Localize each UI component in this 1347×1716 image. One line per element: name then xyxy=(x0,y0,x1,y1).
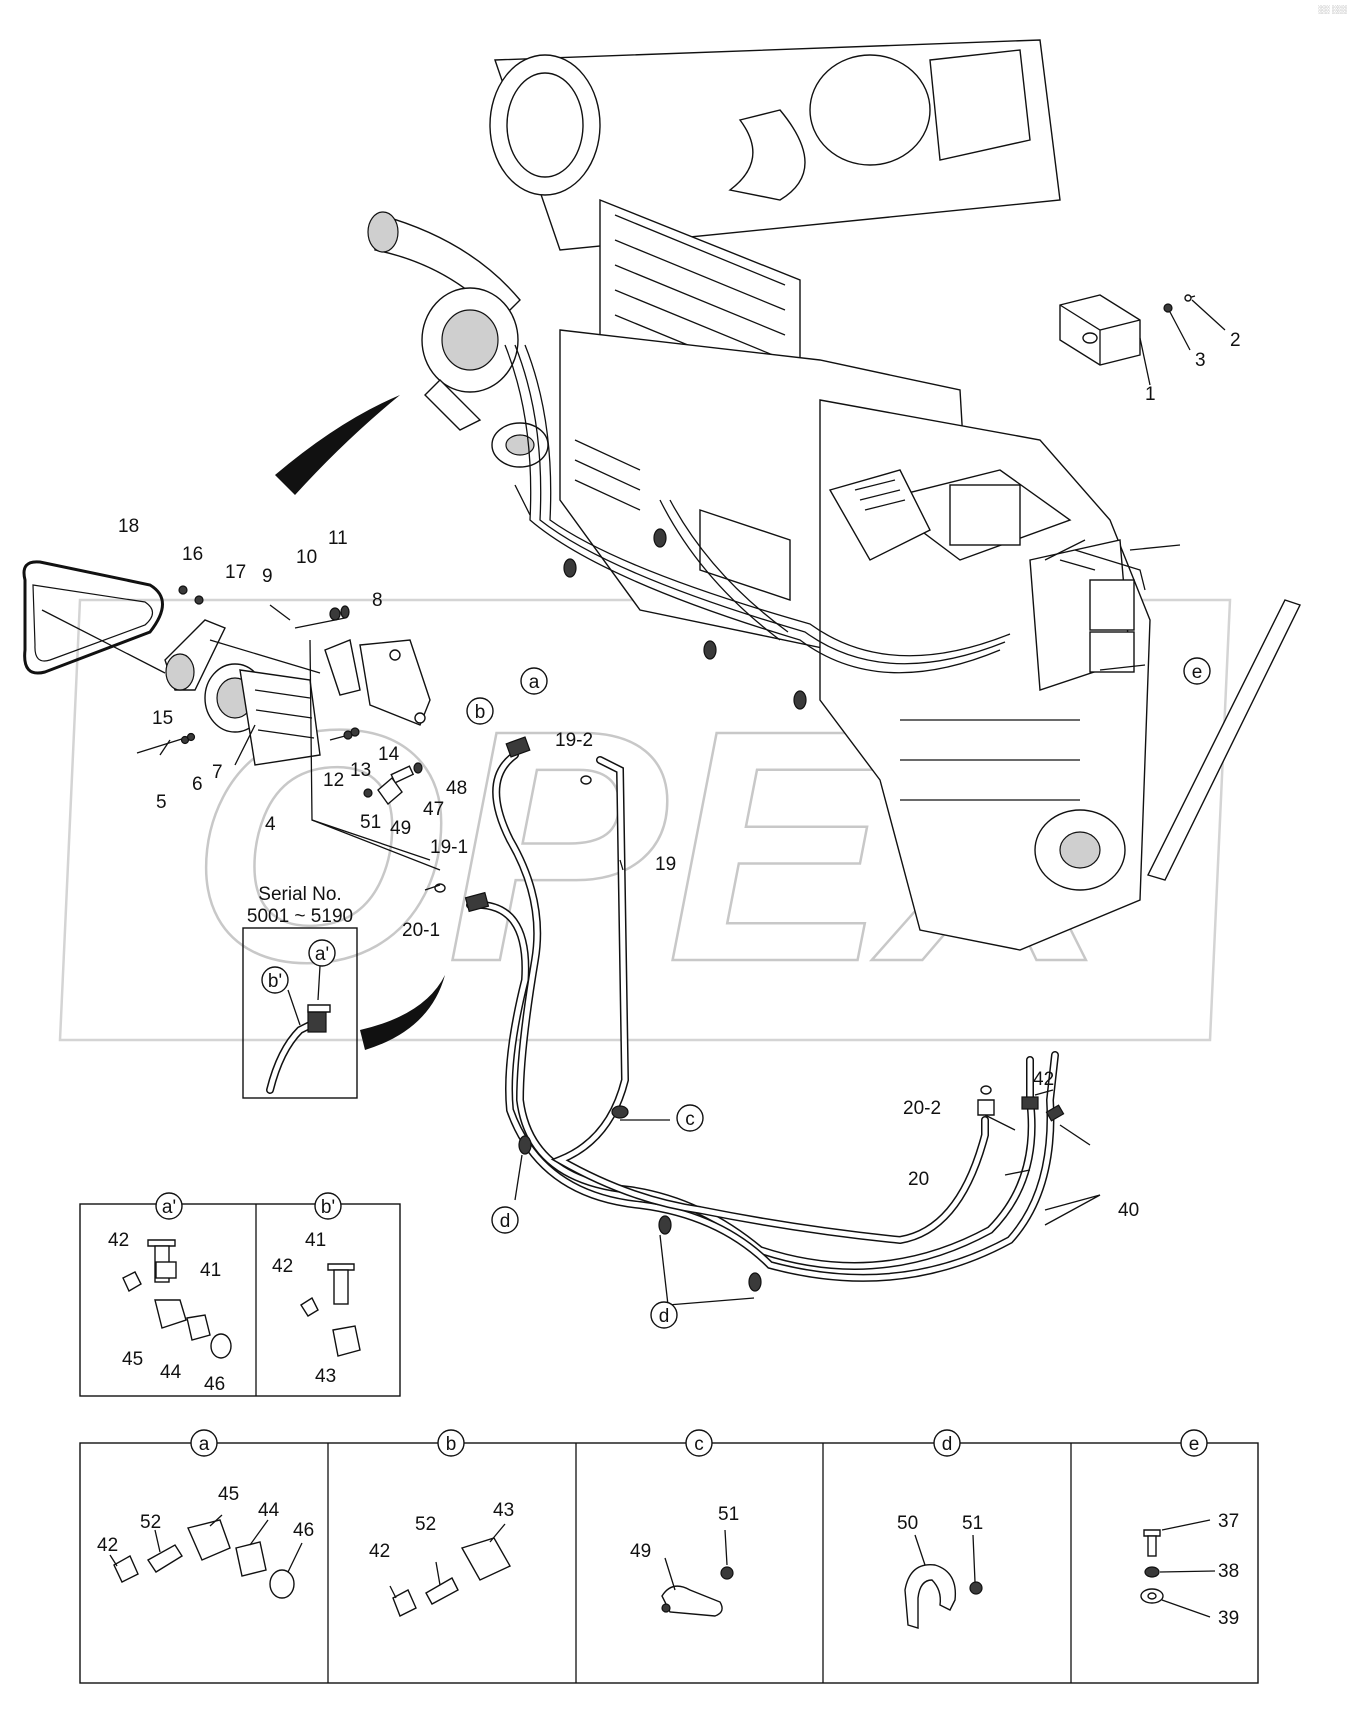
callout-4: 4 xyxy=(265,814,276,835)
engine-hose-bundle xyxy=(504,344,1011,710)
detail-e-label-37: 37 xyxy=(1218,1511,1239,1532)
detail-d-label-51: 51 xyxy=(962,1513,983,1534)
callout-42: 42 xyxy=(1033,1069,1054,1090)
detail-d-label-50: 50 xyxy=(897,1513,918,1534)
callout-labels: 1 2 3 4 5 6 7 8 9 10 11 12 13 14 15 16 1… xyxy=(118,330,1241,1221)
marker-d-bottom: d xyxy=(650,1301,678,1329)
callout-12: 12 xyxy=(323,770,344,791)
detail-b: b 42 52 43 xyxy=(369,1429,514,1617)
serial-note-line2: 5001 ~ 5190 xyxy=(247,906,353,927)
detail-b-label-43: 43 xyxy=(493,1500,514,1521)
callout-20: 20 xyxy=(908,1169,929,1190)
callout-6: 6 xyxy=(192,774,203,795)
svg-text:b: b xyxy=(475,702,486,723)
callout-5: 5 xyxy=(156,792,167,813)
callout-13: 13 xyxy=(350,760,371,781)
direction-arrow-top xyxy=(275,395,400,495)
callout-18: 18 xyxy=(118,516,139,537)
direction-arrow-serial xyxy=(360,975,445,1050)
b-prime-label-42: 42 xyxy=(272,1256,293,1277)
engine-assembly xyxy=(367,39,1301,951)
callout-49: 49 xyxy=(390,818,411,839)
belt xyxy=(22,560,164,675)
callout-11: 11 xyxy=(328,528,348,549)
detail-e-label-39: 39 xyxy=(1218,1608,1239,1629)
detail-e-label-38: 38 xyxy=(1218,1561,1239,1582)
svg-text:d: d xyxy=(659,1306,670,1327)
detail-a-label-46: 46 xyxy=(293,1520,314,1541)
callout-17: 17 xyxy=(225,562,246,583)
refrigerant-hoses xyxy=(434,736,1065,1292)
svg-text:c: c xyxy=(685,1109,695,1130)
marker-e: e xyxy=(1183,657,1211,685)
svg-text:a: a xyxy=(529,672,540,693)
detail-prime-panel: a' b' 42 41 45 44 46 41 42 43 xyxy=(79,1192,401,1397)
a-prime-label-42: 42 xyxy=(108,1230,129,1251)
callout-20-2: 20-2 xyxy=(903,1098,941,1119)
detail-c-tag: c xyxy=(694,1434,704,1455)
detail-b-label-42: 42 xyxy=(369,1541,390,1562)
detail-b-tag: b xyxy=(446,1434,457,1455)
detail-row-panel: a 42 52 45 44 46 b 42 52 43 xyxy=(79,1429,1259,1684)
compressor-group xyxy=(22,560,441,871)
callout-19-1: 19-1 xyxy=(430,837,468,858)
callout-8: 8 xyxy=(372,590,383,611)
serial-note-box xyxy=(242,927,358,1099)
a-prime-label-41: 41 xyxy=(200,1260,221,1281)
a-prime-label-44: 44 xyxy=(160,1362,182,1383)
callout-10: 10 xyxy=(296,547,317,568)
relay-box-group xyxy=(1059,294,1226,386)
a-prime-label-46: 46 xyxy=(204,1374,225,1395)
serial-marker-a-prime: a' xyxy=(315,944,329,965)
b-prime-label-43: 43 xyxy=(315,1366,336,1387)
detail-a-label-44: 44 xyxy=(258,1500,280,1521)
leader-lines xyxy=(159,484,1181,1306)
callout-2: 2 xyxy=(1230,330,1241,351)
a-prime-label-45: 45 xyxy=(122,1349,143,1370)
corner-mark: ░░ ░░░ xyxy=(1318,5,1347,14)
detail-c-label-51: 51 xyxy=(718,1504,739,1525)
b-prime-label-41: 41 xyxy=(305,1230,326,1251)
serial-note: Serial No. 5001 ~ 5190 a' b' xyxy=(242,884,358,1099)
callout-16: 16 xyxy=(182,544,203,565)
callout-51: 51 xyxy=(360,812,381,833)
callout-3: 3 xyxy=(1195,350,1206,371)
detail-d: d 50 51 xyxy=(897,1429,983,1629)
callout-19-2: 19-2 xyxy=(555,730,593,751)
reference-markers: a b c d d e xyxy=(466,657,1211,1329)
marker-c: c xyxy=(676,1104,704,1132)
detail-b-prime-tag: b' xyxy=(321,1197,335,1218)
serial-note-line1: Serial No. xyxy=(258,884,341,905)
detail-a-label-45: 45 xyxy=(218,1484,239,1505)
callout-47: 47 xyxy=(423,799,444,820)
detail-a-prime-tag: a' xyxy=(162,1197,176,1218)
marker-b: b xyxy=(466,697,494,725)
callout-15: 15 xyxy=(152,708,173,729)
detail-a-tag: a xyxy=(199,1434,210,1455)
callout-19: 19 xyxy=(655,854,676,875)
detail-c-label-49: 49 xyxy=(630,1541,651,1562)
detail-b-label-52: 52 xyxy=(415,1514,436,1535)
svg-text:e: e xyxy=(1192,662,1203,683)
detail-c: c 49 51 xyxy=(630,1429,739,1617)
detail-d-tag: d xyxy=(942,1434,953,1455)
detail-a-label-42: 42 xyxy=(97,1535,118,1556)
callout-40: 40 xyxy=(1118,1200,1139,1221)
callout-7: 7 xyxy=(212,762,223,783)
detail-e: e 37 38 39 xyxy=(1140,1429,1239,1629)
marker-a: a xyxy=(520,667,548,695)
marker-d-left: d xyxy=(491,1206,519,1234)
detail-a: a 42 52 45 44 46 xyxy=(97,1429,314,1599)
svg-text:d: d xyxy=(500,1211,511,1232)
callout-48: 48 xyxy=(446,778,467,799)
serial-marker-b-prime: b' xyxy=(268,971,282,992)
callout-20-1: 20-1 xyxy=(402,920,440,941)
callout-14: 14 xyxy=(378,744,400,765)
detail-a-label-52: 52 xyxy=(140,1512,161,1533)
callout-9: 9 xyxy=(262,566,273,587)
callout-1: 1 xyxy=(1145,384,1156,405)
detail-e-tag: e xyxy=(1189,1434,1200,1455)
